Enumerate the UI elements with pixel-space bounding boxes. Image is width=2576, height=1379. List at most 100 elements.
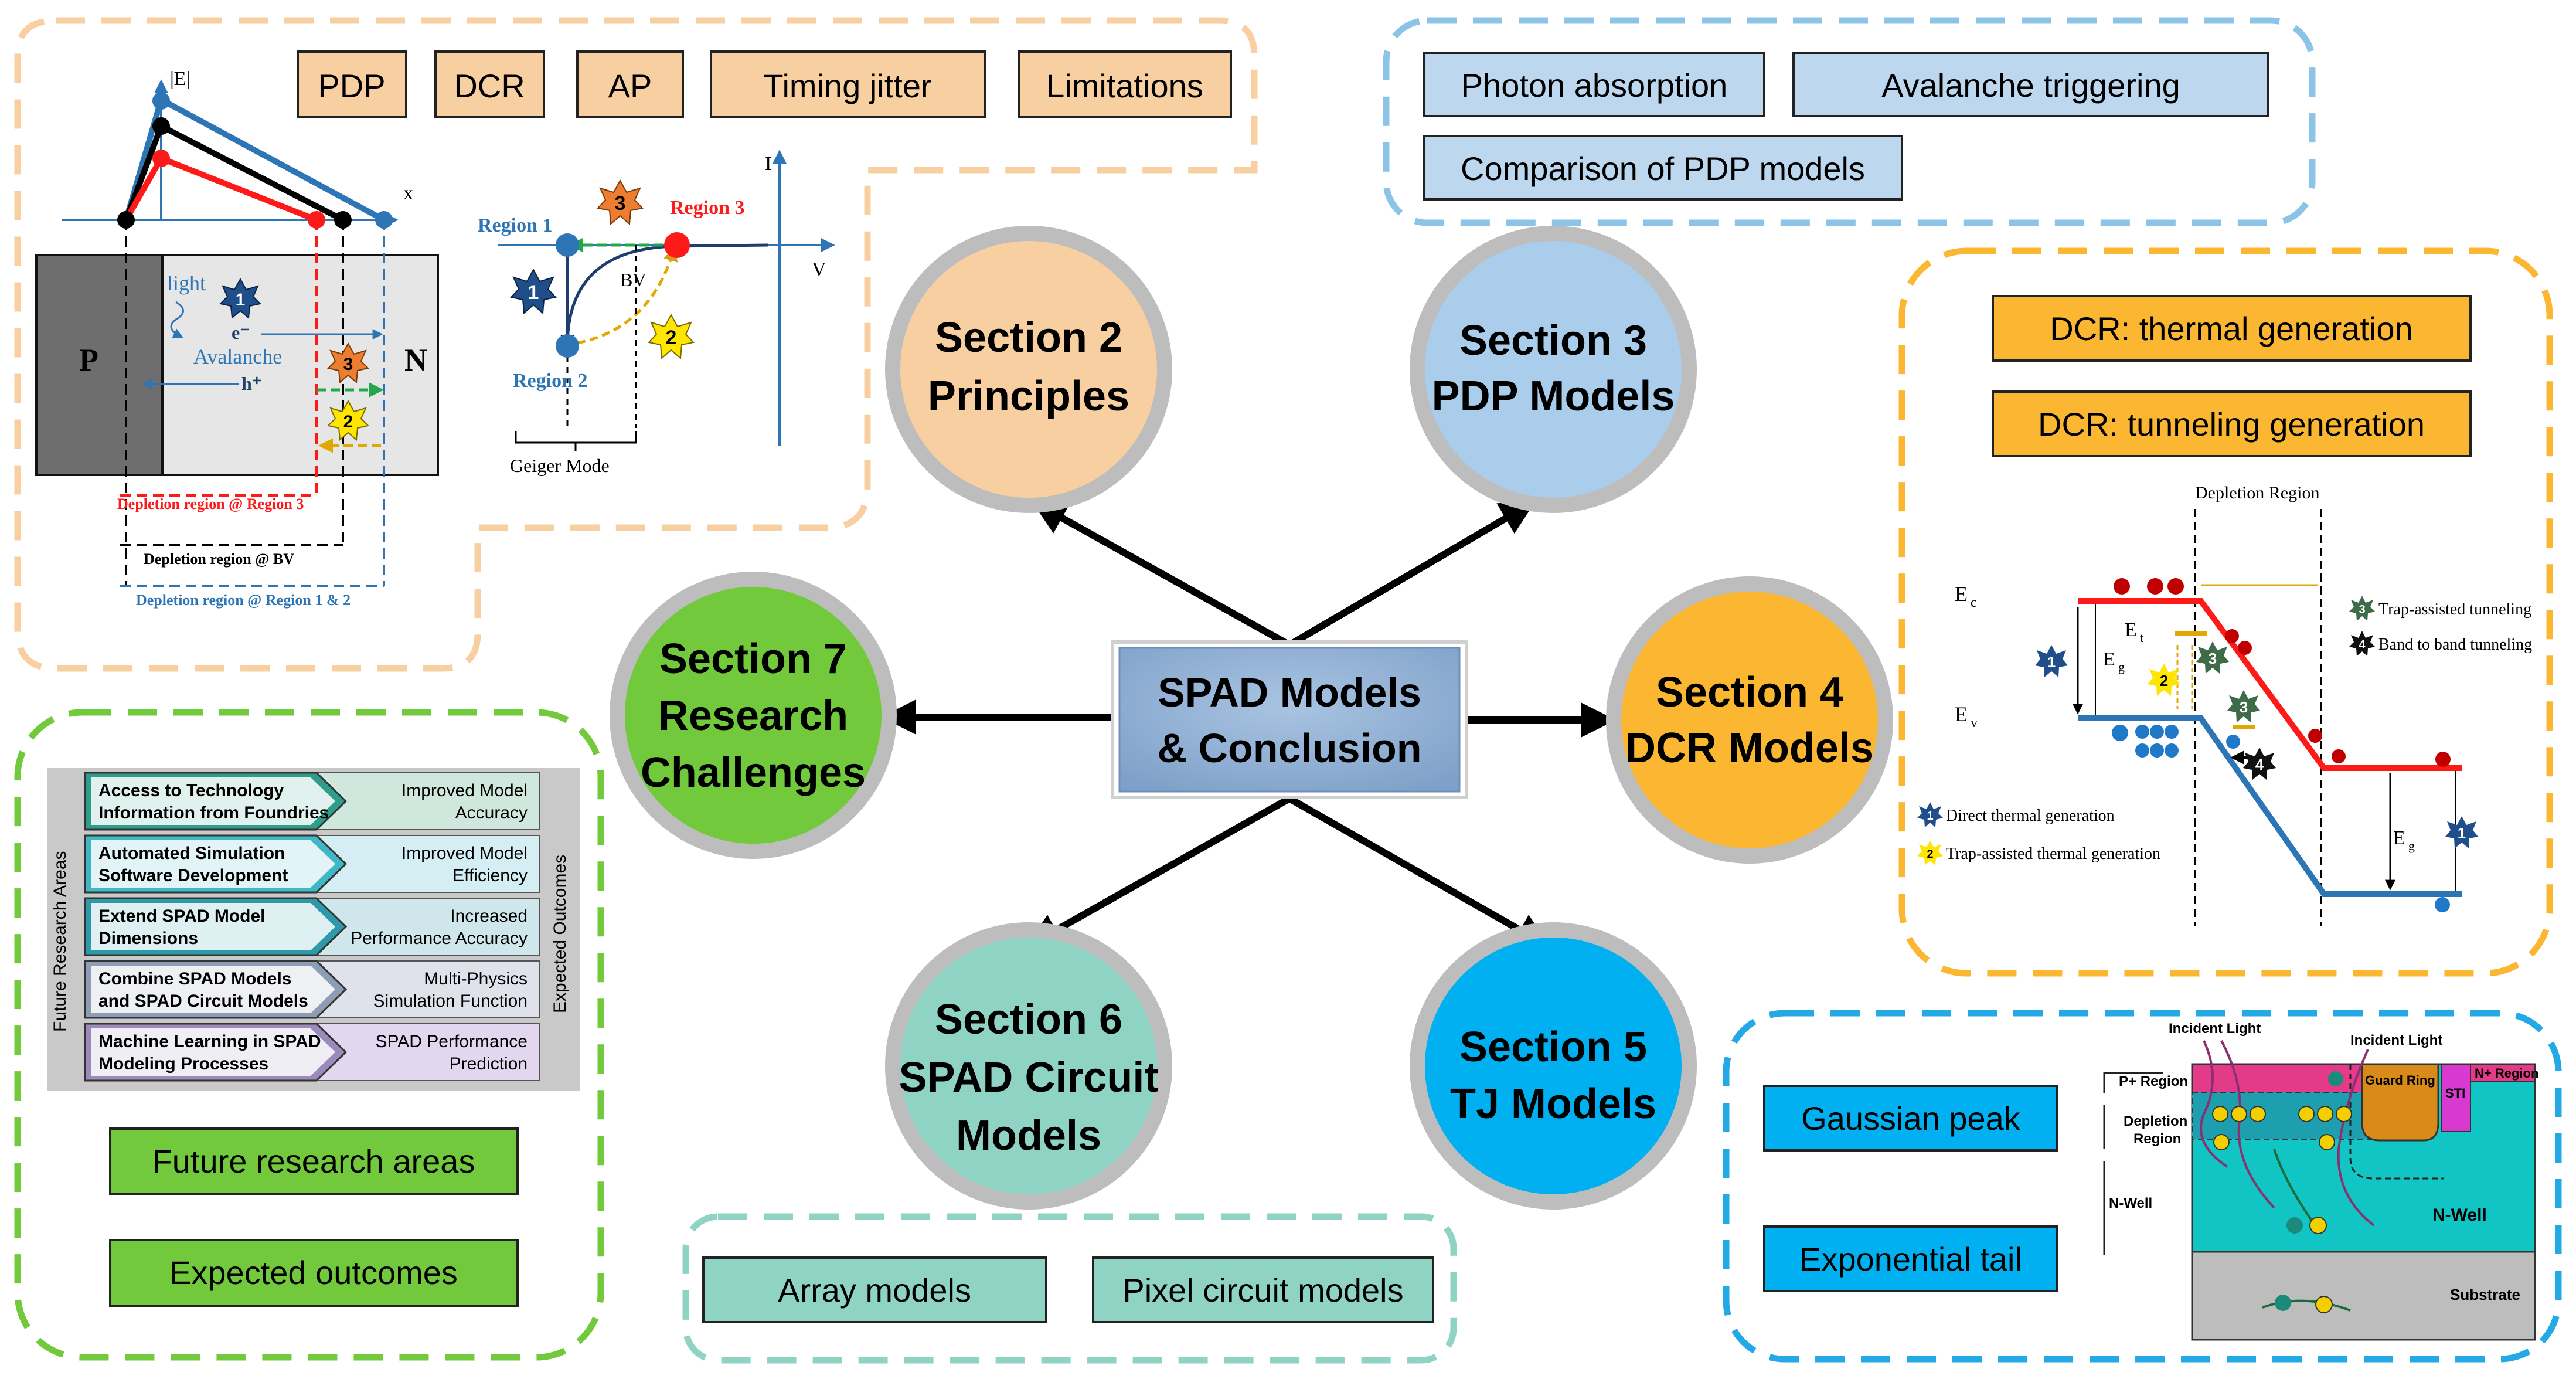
outcome-line1: Multi-Physics — [424, 969, 528, 989]
incident-light-label-1: Incident Light — [2169, 1021, 2261, 1037]
legend-direct-thermal: Direct thermal generation — [1946, 807, 2115, 825]
principles-region-outline — [14, 17, 1258, 672]
badge-3-icon: 3 — [327, 342, 369, 384]
svg-text:3: 3 — [343, 355, 353, 374]
principles-tag-pdp: PDP — [297, 50, 407, 118]
dcr-tag-thermal: DCR: thermal generation — [1992, 295, 2472, 362]
dcr-legend: 3 Trap-assisted tunneling 4 Band to band… — [1917, 596, 2532, 865]
svg-text:SPAD Models: SPAD Models — [1158, 670, 1421, 715]
research-area-line2: Information from Foundries — [98, 803, 329, 823]
section-5-node[interactable]: Section 5 TJ Models — [1410, 922, 1697, 1210]
research-area-line2: and SPAD Circuit Models — [98, 991, 308, 1011]
outcome-line2: Efficiency — [452, 866, 528, 885]
svg-text:g: g — [2408, 838, 2415, 853]
section-3-node[interactable]: Section 3 PDP Models — [1410, 226, 1697, 513]
outcome-line2: Prediction — [450, 1054, 528, 1074]
svg-text:Comparison of PDP models: Comparison of PDP models — [1461, 150, 1865, 187]
incident-light-label-2: Incident Light — [2350, 1032, 2442, 1048]
dcr-tag-tunneling: DCR: tunneling generation — [1992, 390, 2472, 457]
circuit-tag-array-models: Array models — [702, 1256, 1047, 1323]
iv-region2-label: Region 2 — [513, 370, 588, 392]
svg-text:4: 4 — [2255, 756, 2264, 773]
svg-text:2: 2 — [1927, 848, 1933, 861]
section-7-node[interactable]: Section 7 Research Challenges — [610, 572, 897, 859]
pdp-region-outline — [1383, 17, 2316, 226]
tj-tag-gaussian-peak: Gaussian peak — [1763, 1085, 2058, 1152]
svg-text:Research: Research — [658, 692, 848, 739]
svg-text:2: 2 — [2160, 672, 2168, 690]
svg-text:Future research areas: Future research areas — [152, 1143, 475, 1180]
field-profile-diagram: |E| x P N light e⁻ Avalanche h⁺ Depletio… — [35, 68, 439, 609]
section-6-node[interactable]: Section 6 SPAD Circuit Models — [885, 922, 1172, 1210]
iv-v-label: V — [812, 259, 826, 280]
substrate-label: Substrate — [2450, 1286, 2520, 1303]
svg-text:4: 4 — [2359, 638, 2366, 651]
svg-text:2: 2 — [343, 412, 353, 432]
svg-text:DCR Models: DCR Models — [1625, 725, 1874, 772]
svg-text:Principles: Principles — [928, 373, 1129, 420]
pdp-tag-avalanche-triggering: Avalanche triggering — [1792, 52, 2269, 117]
future-areas-side-label: Future Research Areas — [50, 851, 70, 1032]
electron-label: e⁻ — [232, 322, 250, 343]
svg-text:1: 1 — [1927, 810, 1933, 823]
tj-depletion-label: Depletion — [2124, 1113, 2187, 1129]
tj-tag-exponential-tail: Exponential tail — [1763, 1225, 2058, 1292]
svg-text:Photon absorption: Photon absorption — [1461, 67, 1728, 104]
dcr-badge-2-icon: 2 — [2148, 664, 2180, 696]
research-area-line1: Automated Simulation — [98, 844, 285, 863]
tj-device-cross-section: Incident Light Incident Light P+ Region … — [2103, 1021, 2538, 1341]
svg-text:TJ Models: TJ Models — [1450, 1081, 1656, 1127]
svg-text:Section 5: Section 5 — [1459, 1024, 1647, 1071]
svg-text:2: 2 — [666, 327, 677, 349]
dcr-badge-3a-icon: 3 — [2196, 641, 2229, 674]
dcr-carriers — [2112, 578, 2451, 912]
x-axis-label: x — [403, 182, 413, 204]
svg-text:Pixel circuit models: Pixel circuit models — [1122, 1272, 1403, 1309]
badge-2-icon: 2 — [327, 399, 369, 441]
legend-trap-tunneling: Trap-assisted tunneling — [2378, 600, 2531, 619]
n-label: N — [404, 342, 427, 378]
challenges-region-outline — [14, 709, 604, 1361]
svg-text:PDP Models: PDP Models — [1432, 373, 1675, 420]
svg-text:3: 3 — [2209, 650, 2217, 667]
n-well-right-label: N-Well — [2432, 1205, 2487, 1225]
svg-text:Section 2: Section 2 — [935, 314, 1122, 361]
svg-text:3: 3 — [2359, 603, 2365, 616]
dcr-badge-1b-icon: 1 — [2445, 816, 2478, 848]
svg-text:E: E — [2103, 648, 2115, 670]
n-well-left-label: N-Well — [2109, 1195, 2152, 1211]
svg-text:SPAD Circuit: SPAD Circuit — [899, 1054, 1159, 1101]
iv-curve-diagram: I V Region 1 Region 2 Region 3 BV Geiger… — [478, 150, 835, 476]
section-4-node[interactable]: Section 4 DCR Models — [1606, 576, 1893, 864]
hole-label: h⁺ — [241, 373, 262, 394]
svg-text:Section 3: Section 3 — [1459, 317, 1647, 364]
svg-text:Models: Models — [956, 1112, 1101, 1159]
dcr-badge-1-icon: 1 — [2035, 645, 2068, 677]
outcome-line1: Improved Model — [401, 781, 528, 800]
field-axis-label: |E| — [170, 68, 190, 90]
svg-text:3: 3 — [615, 192, 626, 215]
depletion-region3-label: Depletion region @ Region 3 — [117, 495, 304, 512]
research-area-line1: Access to Technology — [98, 781, 284, 800]
svg-text:1: 1 — [236, 290, 246, 310]
iv-badge-3-icon: 3 — [597, 179, 644, 226]
iv-badge-2-icon: 2 — [648, 313, 695, 360]
svg-text:& Conclusion: & Conclusion — [1157, 725, 1421, 771]
research-area-line1: Combine SPAD Models — [98, 969, 291, 989]
p-label: P — [79, 342, 98, 378]
legend-trap-thermal: Trap-assisted thermal generation — [1946, 845, 2160, 863]
outcome-line2: Performance Accuracy — [351, 929, 528, 948]
principles-tag-dcr: DCR — [434, 50, 545, 118]
svg-text:Section 6: Section 6 — [935, 996, 1122, 1043]
section-2-node[interactable]: Section 2 Principles — [885, 226, 1172, 513]
svg-text:E: E — [2125, 619, 2137, 641]
iv-region1-label: Region 1 — [478, 215, 553, 236]
outcome-line2: Simulation Function — [373, 991, 528, 1011]
principles-tag-timing-jitter: Timing jitter — [710, 50, 986, 118]
svg-text:c: c — [1971, 595, 1977, 610]
connector-arrows — [881, 500, 1616, 947]
geiger-mode-label: Geiger Mode — [510, 455, 610, 476]
center-node[interactable]: SPAD Models & Conclusion — [1111, 640, 1468, 799]
